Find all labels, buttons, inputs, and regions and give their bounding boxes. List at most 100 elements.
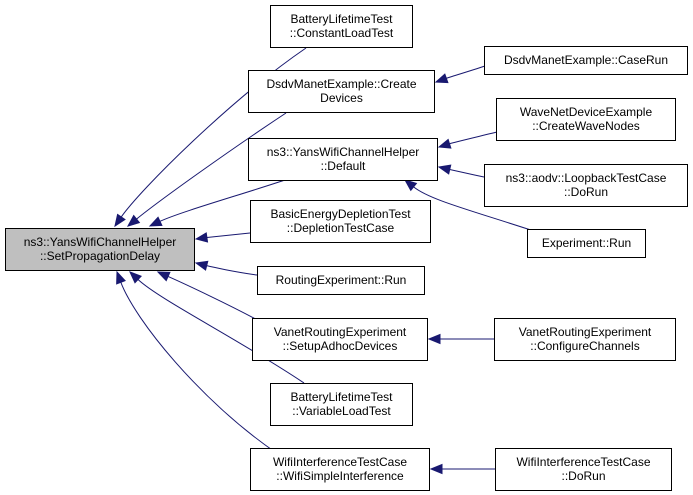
edge-wave_create_nodes-to-yans_default [437,130,502,149]
arrowhead [437,164,452,175]
node-label-line: ::SetupAdhocDevices [283,339,398,353]
node-label-line: WaveNetDeviceExample [520,105,653,119]
node-box [496,98,676,141]
node-label-line: ::CreateWaveNodes [532,119,640,133]
node-label-line: VanetRoutingExperiment [519,325,652,339]
edge-vanet_setup_adhoc-to-set_propagation_delay [156,271,264,324]
node-basic_energy_depletion[interactable]: BasicEnergyDepletionTest::DepletionTestC… [250,200,431,243]
arrowhead [148,216,163,227]
node-wave_create_nodes[interactable]: WaveNetDeviceExample::CreateWaveNodes [496,98,676,141]
node-box [495,448,672,491]
edge-basic_energy_depletion-to-set_propagation_delay [194,232,251,243]
node-label-line: ::DoRun [561,469,605,483]
node-label-line: ns3::aodv::LoopbackTestCase [506,171,667,185]
edge-line [167,276,264,324]
node-label-line: Devices [320,91,363,105]
edge-line [159,179,286,222]
edge-line [449,168,485,178]
node-dsdv_case_run[interactable]: DsdvManetExample::CaseRun [484,46,688,75]
node-label-line: BasicEnergyDepletionTest [270,207,411,221]
arrowhead [114,213,126,228]
edge-line [446,65,486,79]
node-label-line: ::VariableLoadTest [292,404,391,418]
node-box [252,318,428,361]
edge-line [120,47,307,218]
arrowhead [194,260,209,271]
node-label-line: ::WifiSimpleInterference [276,469,404,483]
edge-dsdv_create_devices-to-set_propagation_delay [126,112,287,227]
node-label-line: ns3::YansWifiChannelHelper [24,235,177,249]
edge-line [120,282,276,453]
node-vanet_configure_channels[interactable]: VanetRoutingExperiment::ConfigureChannel… [494,318,676,361]
node-label-line: VanetRoutingExperiment [274,325,407,339]
node-battery_variable_load[interactable]: BatteryLifetimeTest::VariableLoadTest [270,383,413,426]
edge-experiment_run-to-yans_default [403,179,541,234]
node-yans_default[interactable]: ns3::YansWifiChannelHelper::Default [248,138,438,181]
node-box [257,266,425,295]
node-label-line: ::DepletionTestCase [287,221,395,235]
arrowhead [434,73,449,84]
node-label-line: RoutingExperiment::Run [276,273,407,287]
node-label-line: BatteryLifetimeTest [290,12,393,26]
nodes-layer: ns3::YansWifiChannelHelper::SetPropagati… [5,5,688,491]
node-label-line: BatteryLifetimeTest [290,390,393,404]
node-box [248,70,435,113]
node-box [248,138,438,181]
node-box [494,318,676,361]
edge-routing_experiment_run-to-set_propagation_delay [194,260,258,276]
node-wifi_simple_interference[interactable]: WifiInterferenceTestCase::WifiSimpleInte… [250,448,430,491]
node-box [527,229,646,258]
arrowhead [116,270,126,285]
edge-vanet_configure_channels-to-vanet_setup_adhoc [427,333,494,345]
node-box [484,46,688,75]
node-routing_experiment_run[interactable]: RoutingExperiment::Run [257,266,425,295]
node-label-line: DsdvManetExample::Create [266,77,416,91]
node-label-line: DsdvManetExample::CaseRun [504,53,668,67]
arrowhead [126,214,141,227]
arrowhead [403,179,418,192]
edge-line [137,279,305,384]
edge-wifi_interference_run-to-wifi_simple_interference [429,463,495,475]
node-battery_constant_load[interactable]: BatteryLifetimeTest::ConstantLoadTest [270,5,413,48]
edge-battery_constant_load-to-set_propagation_delay [114,47,307,228]
node-label-line: ns3::YansWifiChannelHelper [267,145,420,159]
node-label-line: WifiInterferenceTestCase [516,455,650,469]
edge-yans_default-to-set_propagation_delay [148,179,286,227]
node-label-line: ::DoRun [564,185,608,199]
node-vanet_setup_adhoc[interactable]: VanetRoutingExperiment::SetupAdhocDevice… [252,318,428,361]
node-box [270,383,413,426]
arrowhead [429,463,443,475]
arrowhead [194,232,209,243]
node-experiment_run[interactable]: Experiment::Run [527,229,646,258]
node-set_propagation_delay[interactable]: ns3::YansWifiChannelHelper::SetPropagati… [5,228,195,271]
edge-wifi_simple_interference-to-set_propagation_delay [116,270,276,453]
edge-line [136,112,287,220]
node-box [270,5,413,48]
node-label-line: ::Default [321,159,366,173]
edge-aodv_loopback_run-to-yans_default [437,164,485,178]
node-label-line: ::ConstantLoadTest [290,26,394,40]
node-label-line: ::ConfigureChannels [530,339,639,353]
arrowhead [156,271,171,282]
edge-battery_variable_load-to-set_propagation_delay [129,271,305,384]
node-label-line: WifiInterferenceTestCase [273,455,407,469]
edge-dsdv_case_run-to-dsdv_create_devices [434,65,486,84]
node-box [250,448,430,491]
node-box [250,200,431,243]
node-label-line: Experiment::Run [542,236,631,250]
edge-line [449,130,502,145]
node-label-line: ::SetPropagationDelay [40,249,160,263]
arrowhead [427,333,441,345]
edge-line [206,265,258,276]
arrowhead [437,138,452,149]
edges-layer [114,47,541,475]
node-aodv_loopback_run[interactable]: ns3::aodv::LoopbackTestCase::DoRun [484,164,688,207]
node-box [484,164,688,207]
node-wifi_interference_run[interactable]: WifiInterferenceTestCase::DoRun [495,448,672,491]
edge-line [206,232,251,238]
focus-node-box [5,228,195,271]
edge-line [413,186,541,234]
arrowhead [129,271,142,284]
